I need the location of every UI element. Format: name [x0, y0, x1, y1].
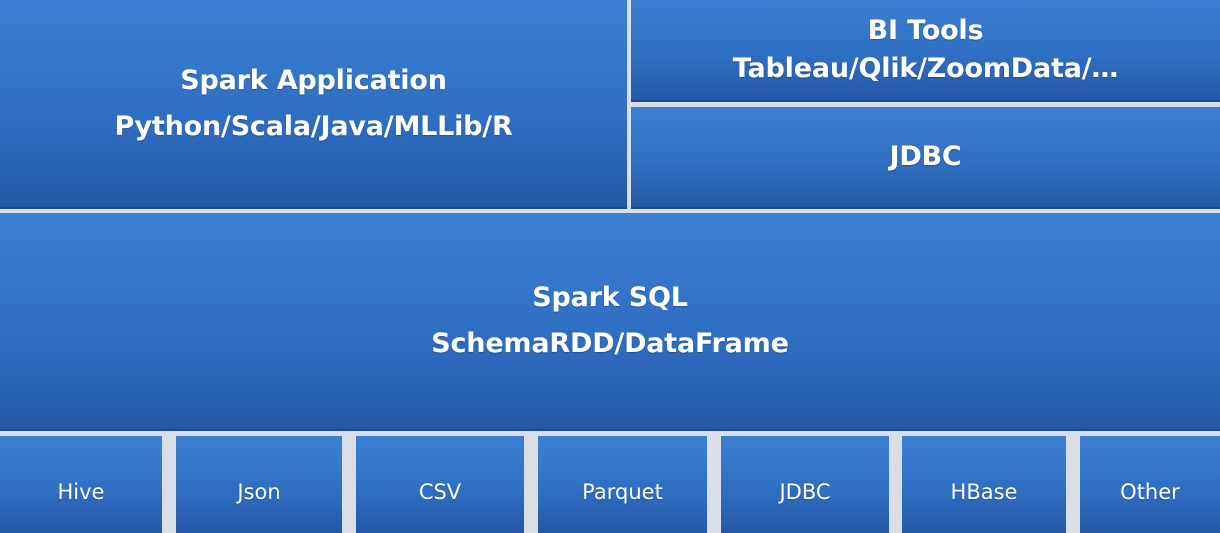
data-source-label: Parquet — [582, 479, 663, 504]
bi-tools-block: BI Tools Tableau/Qlik/ZoomData/… — [631, 0, 1220, 102]
bi-tools-title: BI Tools — [867, 15, 984, 46]
data-source-label: Hive — [57, 479, 105, 504]
data-source-hive: Hive — [0, 436, 162, 533]
spark-application-block: Spark Application Python/Scala/Java/MLLi… — [0, 0, 627, 209]
data-source-other: Other — [1080, 436, 1220, 533]
data-source-label: Json — [237, 479, 281, 504]
jdbc-block: JDBC — [631, 107, 1220, 209]
data-source-label: JDBC — [779, 479, 831, 504]
spark-application-title: Spark Application — [180, 64, 447, 96]
bi-tools-list: Tableau/Qlik/ZoomData/… — [732, 53, 1119, 84]
spark-application-languages: Python/Scala/Java/MLLib/R — [114, 110, 513, 142]
data-source-parquet: Parquet — [538, 436, 707, 533]
data-source-hbase: HBase — [902, 436, 1066, 533]
data-source-json: Json — [176, 436, 342, 533]
spark-sql-block: Spark SQL SchemaRDD/DataFrame — [0, 213, 1220, 431]
data-source-label: HBase — [950, 479, 1018, 504]
spark-sql-title: Spark SQL — [532, 282, 688, 313]
spark-sql-subtitle: SchemaRDD/DataFrame — [431, 328, 789, 359]
data-source-jdbc: JDBC — [721, 436, 889, 533]
data-source-label: Other — [1120, 479, 1180, 504]
jdbc-title: JDBC — [889, 141, 962, 172]
data-source-csv: CSV — [356, 436, 524, 533]
data-source-label: CSV — [418, 479, 462, 504]
